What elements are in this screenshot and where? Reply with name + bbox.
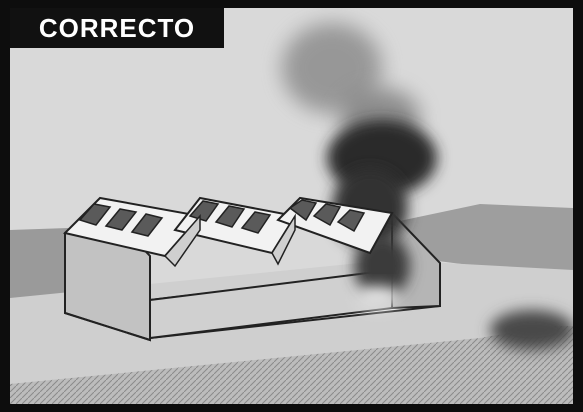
badge-label: CORRECTO — [39, 13, 195, 44]
correcto-badge: CORRECTO — [10, 8, 224, 48]
bush — [490, 310, 573, 350]
smoke-base — [356, 286, 400, 310]
left-hill — [10, 228, 68, 303]
sawtooth-roof-smoke-illustration — [10, 8, 573, 404]
